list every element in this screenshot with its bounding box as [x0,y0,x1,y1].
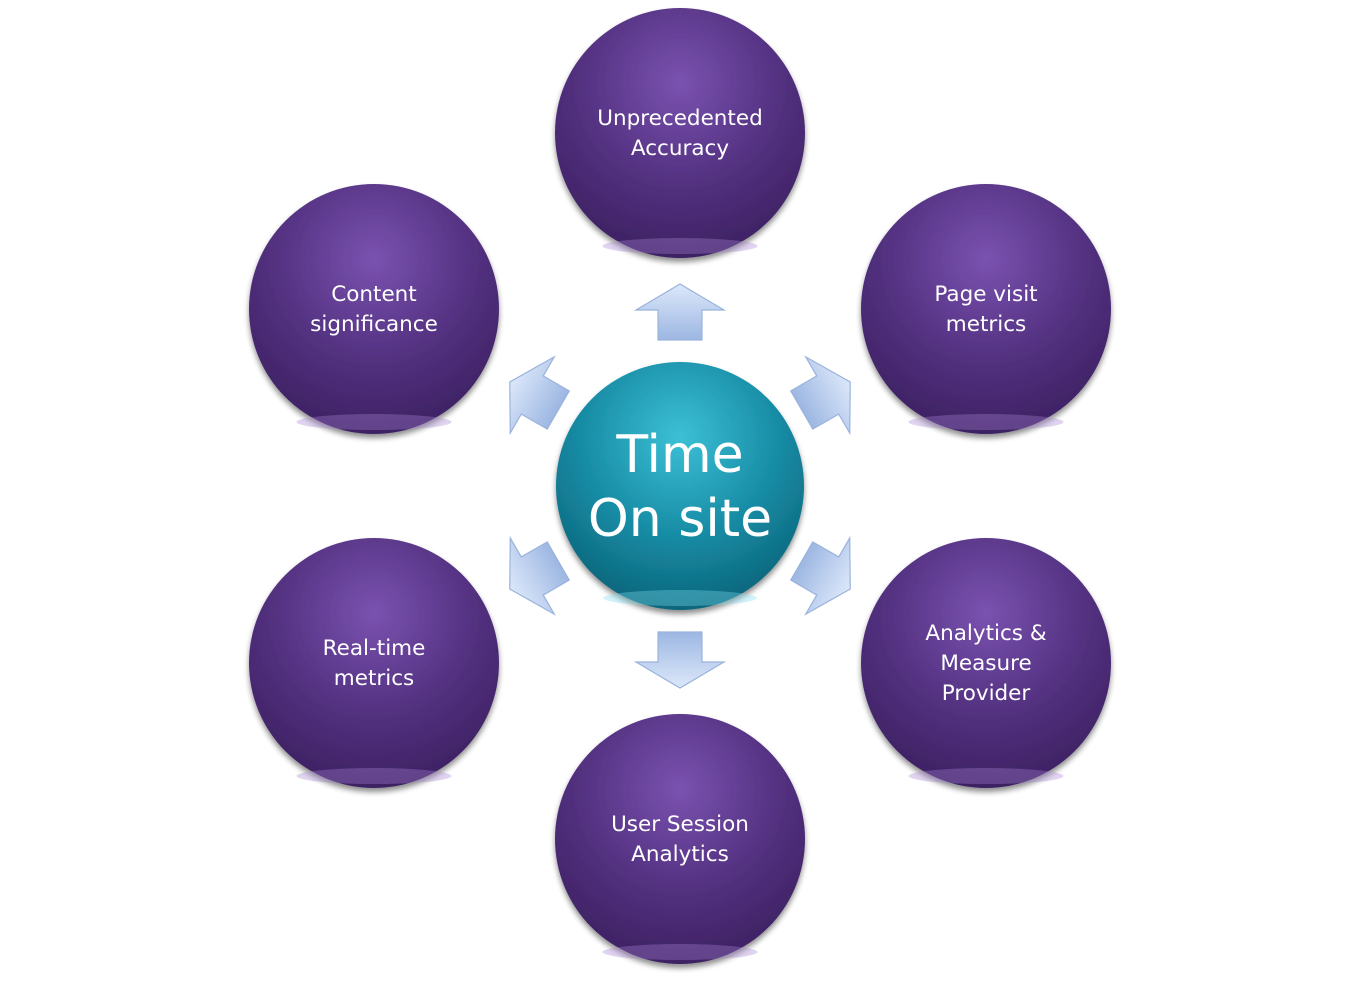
node-label-line: Provider [942,681,1031,706]
node-highlight [602,238,758,254]
arrow-user-session-analytics [633,631,727,689]
arrow-shape [633,283,727,341]
arrow-shape [633,631,727,689]
node-label-line: Accuracy [631,136,729,161]
node-real-time-metrics: Real-time metrics [249,538,499,788]
node-content-significance: Content significance [249,184,499,434]
arrow-real-time-metrics [509,535,571,616]
node-circle [861,538,1111,788]
arrow-shape [509,535,571,616]
arrow-unprecedented-accuracy [633,283,727,341]
node-highlight [296,414,452,430]
hub-label-line: Time [615,425,743,485]
node-label-line: Measure [940,651,1031,676]
node-label-line: Analytics [631,842,729,867]
node-label-line: Real-time [323,636,426,661]
arrow-shape [789,355,851,436]
node-circle [249,538,499,788]
hub-label-line: On site [588,489,772,549]
node-highlight [296,768,452,784]
arrow-content-significance [509,355,571,436]
node-label-line: metrics [334,666,414,691]
node-label-line: significance [310,312,438,337]
node-label-line: Analytics & [925,621,1046,646]
node-label-line: Page visit [934,282,1037,307]
hub-circle [556,362,804,610]
node-label-line: Content [331,282,417,307]
node-label-line: User Session [611,812,749,837]
node-highlight [908,414,1064,430]
arrow-page-visit-metrics [789,355,851,436]
arrow-shape [509,355,571,436]
node-circle [555,714,805,964]
node-label-line: metrics [946,312,1026,337]
node-highlight [602,944,758,960]
arrow-shape [789,535,851,616]
node-highlight [908,768,1064,784]
hub-highlight [603,590,757,606]
node-circle [861,184,1111,434]
node-circle [555,8,805,258]
node-page-visit-metrics: Page visit metrics [861,184,1111,434]
arrow-analytics-measure-provider [789,535,851,616]
node-label-line: Unprecedented [597,106,762,131]
node-circle [249,184,499,434]
